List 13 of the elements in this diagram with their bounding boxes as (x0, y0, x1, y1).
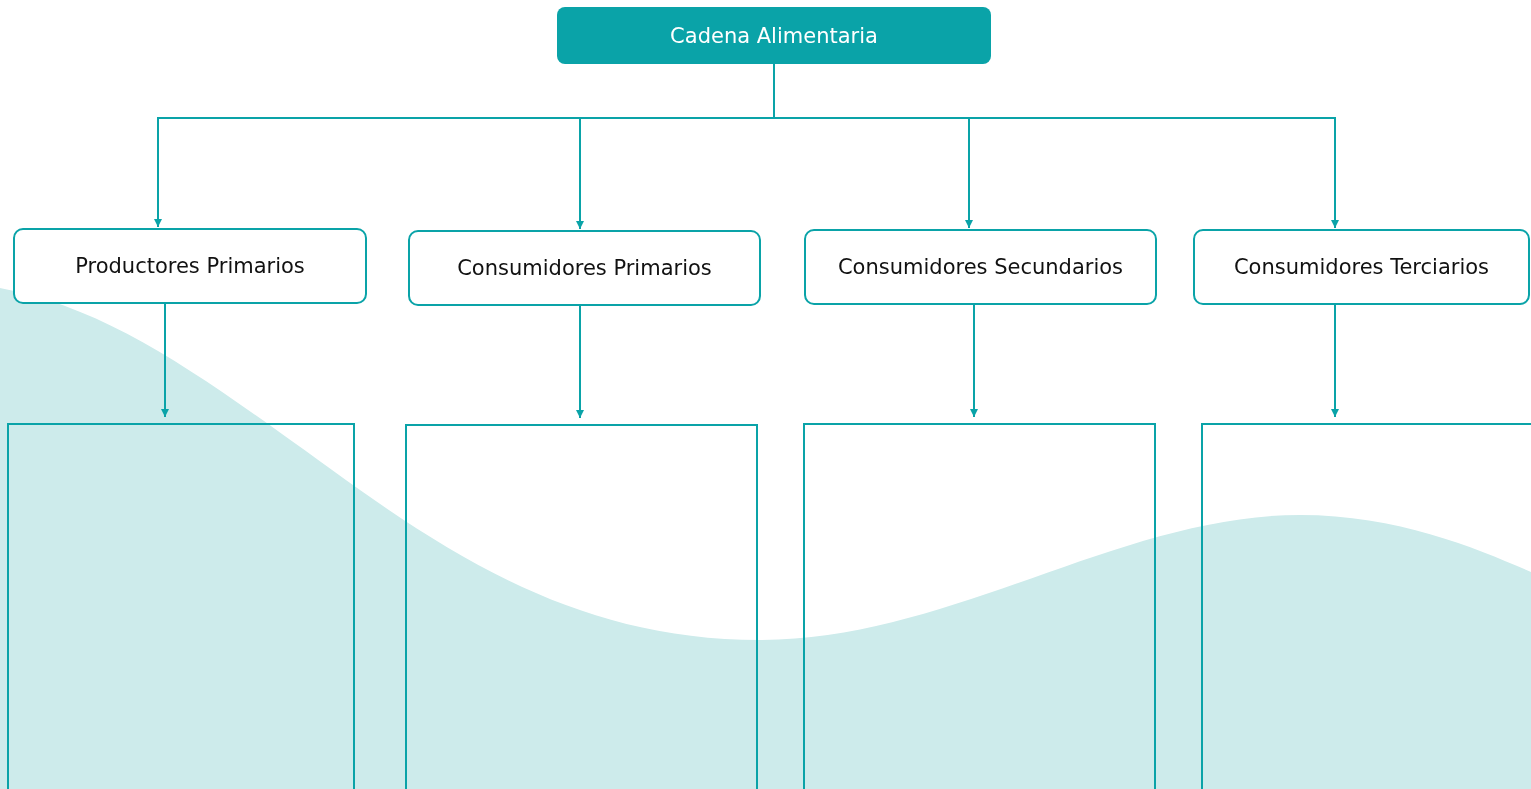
category-box: Productores Primarios (13, 228, 367, 304)
category-box: Consumidores Primarios (408, 230, 761, 306)
empty-box (405, 424, 758, 789)
arrow (970, 304, 978, 418)
title-box: Cadena Alimentaria (557, 7, 991, 64)
arrow (161, 303, 169, 418)
category-box: Consumidores Secundarios (804, 229, 1157, 305)
arrow (1331, 304, 1339, 418)
category-box: Consumidores Terciarios (1193, 229, 1530, 305)
arrow (576, 305, 584, 419)
empty-box (1201, 423, 1531, 789)
empty-box (7, 423, 355, 789)
empty-box (803, 423, 1156, 789)
